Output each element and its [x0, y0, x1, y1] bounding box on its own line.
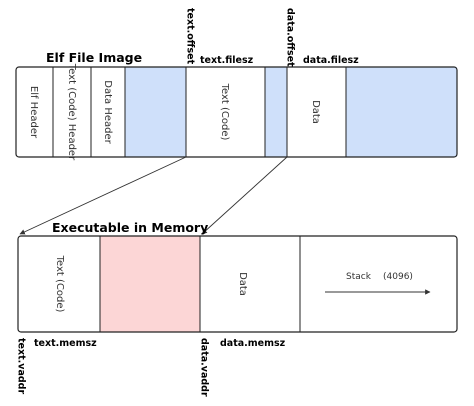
elf-file-image-box [15, 66, 458, 158]
data-header-label: Data Header [102, 80, 113, 144]
text-vaddr-marker: text.vaddr [16, 338, 27, 394]
text-filesz-marker: text.filesz [200, 55, 254, 66]
text-code-header-label: Text (Code) Header [66, 63, 77, 161]
elf-padding-region-2 [265, 67, 287, 157]
data-offset-marker: data.offset [285, 8, 296, 67]
data-memsz-marker: data.memsz [220, 338, 286, 349]
executable-in-memory-box [17, 235, 458, 333]
executable-in-memory-title: Executable in Memory [52, 220, 208, 235]
executable-in-memory: Executable in Memory Text (Code) Data St… [16, 220, 458, 397]
elf-data-label: Data [310, 100, 321, 124]
memory-bss-region [100, 236, 200, 332]
data-vaddr-marker: data.vaddr [199, 338, 210, 397]
memory-stack-label: Stack [346, 272, 372, 282]
memory-text-code-label: Text (Code) [54, 255, 65, 313]
elf-padding-region-1 [125, 67, 186, 157]
elf-file-image: Elf File Image Elf Header Text (Code) He… [15, 8, 458, 161]
elf-text-code-label: Text (Code) [219, 83, 230, 141]
memory-data-label: Data [237, 272, 248, 296]
data-filesz-marker: data.filesz [303, 55, 359, 66]
elf-padding-region-3 [346, 67, 457, 157]
text-mapping-arrow [19, 156, 187, 235]
elf-header-label: Elf Header [28, 86, 39, 139]
elf-file-image-title: Elf File Image [46, 50, 142, 65]
data-mapping-arrow [201, 156, 288, 235]
memory-stack-size: (4096) [383, 272, 413, 282]
text-offset-marker: text.offset [185, 8, 196, 65]
text-memsz-marker: text.memsz [34, 338, 97, 349]
